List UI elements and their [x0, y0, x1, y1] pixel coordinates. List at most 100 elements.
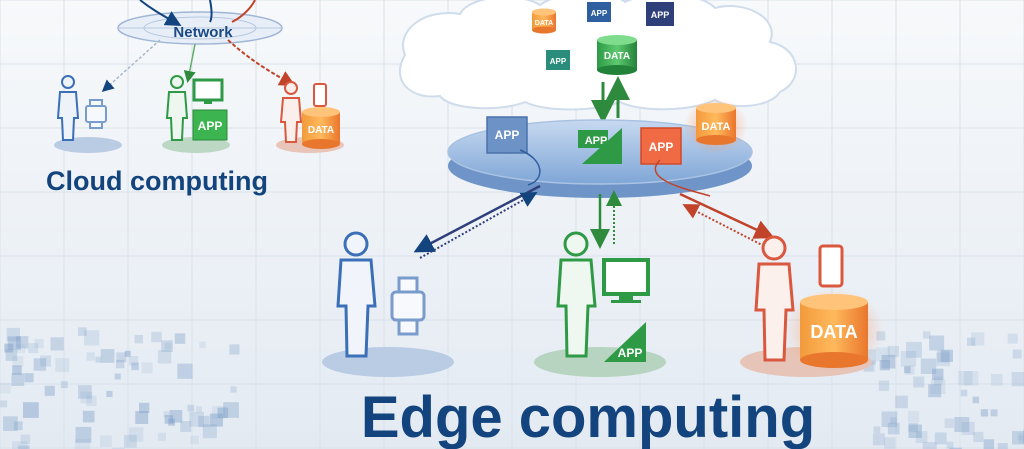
network-label: Network: [173, 24, 233, 41]
monitor-icon: [192, 78, 224, 104]
data-label: DATA: [702, 121, 731, 133]
app-tile-icon: APP: [486, 116, 528, 154]
mosaic-tile: [157, 350, 172, 364]
mosaic-tile: [913, 376, 925, 388]
mosaic-tile: [1007, 333, 1018, 344]
mosaic-tile: [189, 412, 205, 427]
mosaic-tile: [23, 402, 39, 418]
mosaic-tile: [164, 342, 172, 350]
network-arrow: [227, 39, 296, 86]
mosaic-tile: [928, 384, 942, 398]
mosaic-tile: [997, 443, 1008, 449]
mosaic-tile: [86, 395, 97, 406]
mosaic-tile: [180, 420, 192, 432]
mosaic-tile: [5, 349, 18, 361]
app-label: APP: [651, 10, 670, 20]
mosaic-tile: [875, 347, 890, 362]
database-icon: DATA: [532, 8, 556, 34]
mosaic-tile: [949, 447, 962, 449]
mosaic-tile: [164, 415, 174, 424]
link-curve: [654, 159, 711, 197]
mosaic-tile: [24, 373, 34, 383]
mosaic-tile: [929, 335, 945, 351]
app-label: APP: [618, 346, 643, 360]
person-icon: [754, 235, 795, 362]
mosaic-tile: [161, 340, 173, 352]
mosaic-tile: [954, 416, 970, 433]
mosaic-tile: [131, 362, 139, 371]
mosaic-tile: [873, 426, 881, 434]
mosaic-tile: [198, 415, 210, 428]
network-arrow: [183, 43, 196, 83]
mosaic-tile: [6, 327, 21, 342]
app-label: APP: [495, 128, 520, 142]
mosaic-tile: [174, 333, 186, 344]
edge-computing-title: Edge computing: [361, 385, 815, 449]
mosaic-tile: [11, 373, 25, 386]
mosaic-tile: [86, 352, 95, 361]
mosaic-tile: [112, 447, 125, 449]
mosaic-tile: [900, 351, 917, 367]
mosaic-tile: [961, 421, 975, 436]
mosaic-tile: [1012, 349, 1022, 359]
mosaic-tile: [18, 445, 30, 449]
app-label: APP: [585, 135, 608, 147]
mosaic-tile: [135, 411, 149, 424]
mosaic-tile: [202, 424, 217, 439]
mosaic-tile: [963, 371, 979, 386]
mosaic-tile: [937, 350, 950, 363]
mosaic-tile: [128, 355, 139, 366]
mosaic-tile: [128, 427, 144, 442]
user-disc: [534, 347, 666, 377]
mosaic-tile: [970, 332, 985, 346]
mosaic-tile: [890, 417, 897, 424]
mosaic-tile: [903, 366, 911, 374]
smartwatch-icon: [390, 276, 426, 336]
cloud-computing-section: Network APP: [46, 0, 344, 196]
mosaic-tile: [906, 341, 922, 358]
app-tile-icon: APP: [640, 127, 682, 165]
network-arrow: [139, 0, 182, 26]
app-tile-icon: APP: [587, 2, 611, 22]
mosaic-tile: [116, 352, 127, 363]
mosaic-tile: [123, 434, 137, 448]
mosaic-tile: [907, 410, 920, 423]
cloud-computing-title: Cloud computing: [46, 166, 268, 196]
mosaic-tile: [881, 354, 896, 369]
mosaic-tile: [1011, 372, 1024, 387]
mosaic-tile: [4, 343, 14, 353]
mosaic-tile: [887, 422, 900, 435]
mosaic-tile: [940, 349, 953, 362]
data-label: DATA: [535, 20, 553, 27]
mosaic-tile: [95, 356, 102, 363]
link-curve: [519, 149, 541, 186]
mosaic-tile: [209, 413, 223, 427]
globe-icon: [117, 11, 283, 45]
app-tile-icon: APP: [646, 2, 674, 26]
person-icon: [336, 231, 377, 358]
mosaic-tile: [55, 358, 70, 373]
network-arrow: [101, 39, 161, 92]
mosaic-tile: [82, 410, 95, 423]
app-tile-icon: APP: [546, 50, 570, 70]
mosaic-tile: [12, 365, 22, 375]
mosaic-tile: [879, 360, 890, 371]
mosaic-tile: [3, 416, 18, 431]
mosaic-tile: [972, 396, 980, 404]
mosaic-tile: [895, 395, 908, 409]
mosaic-tile: [114, 373, 121, 380]
mosaic-tile: [983, 439, 995, 449]
mosaic-tile: [28, 343, 39, 354]
database-icon: DATA: [684, 98, 748, 154]
mosaic-tile: [223, 402, 239, 418]
app-tile-icon: APP: [192, 109, 228, 141]
mosaic-tile: [80, 391, 93, 404]
mosaic-tile: [884, 437, 896, 449]
mosaic-tile: [115, 359, 125, 369]
monitor-icon: [602, 258, 650, 303]
mosaic-tile: [217, 407, 229, 419]
person-icon: [56, 75, 80, 141]
mosaic-tile: [946, 441, 954, 449]
mosaic-tile: [187, 404, 195, 412]
mosaic-tile: [100, 349, 115, 363]
